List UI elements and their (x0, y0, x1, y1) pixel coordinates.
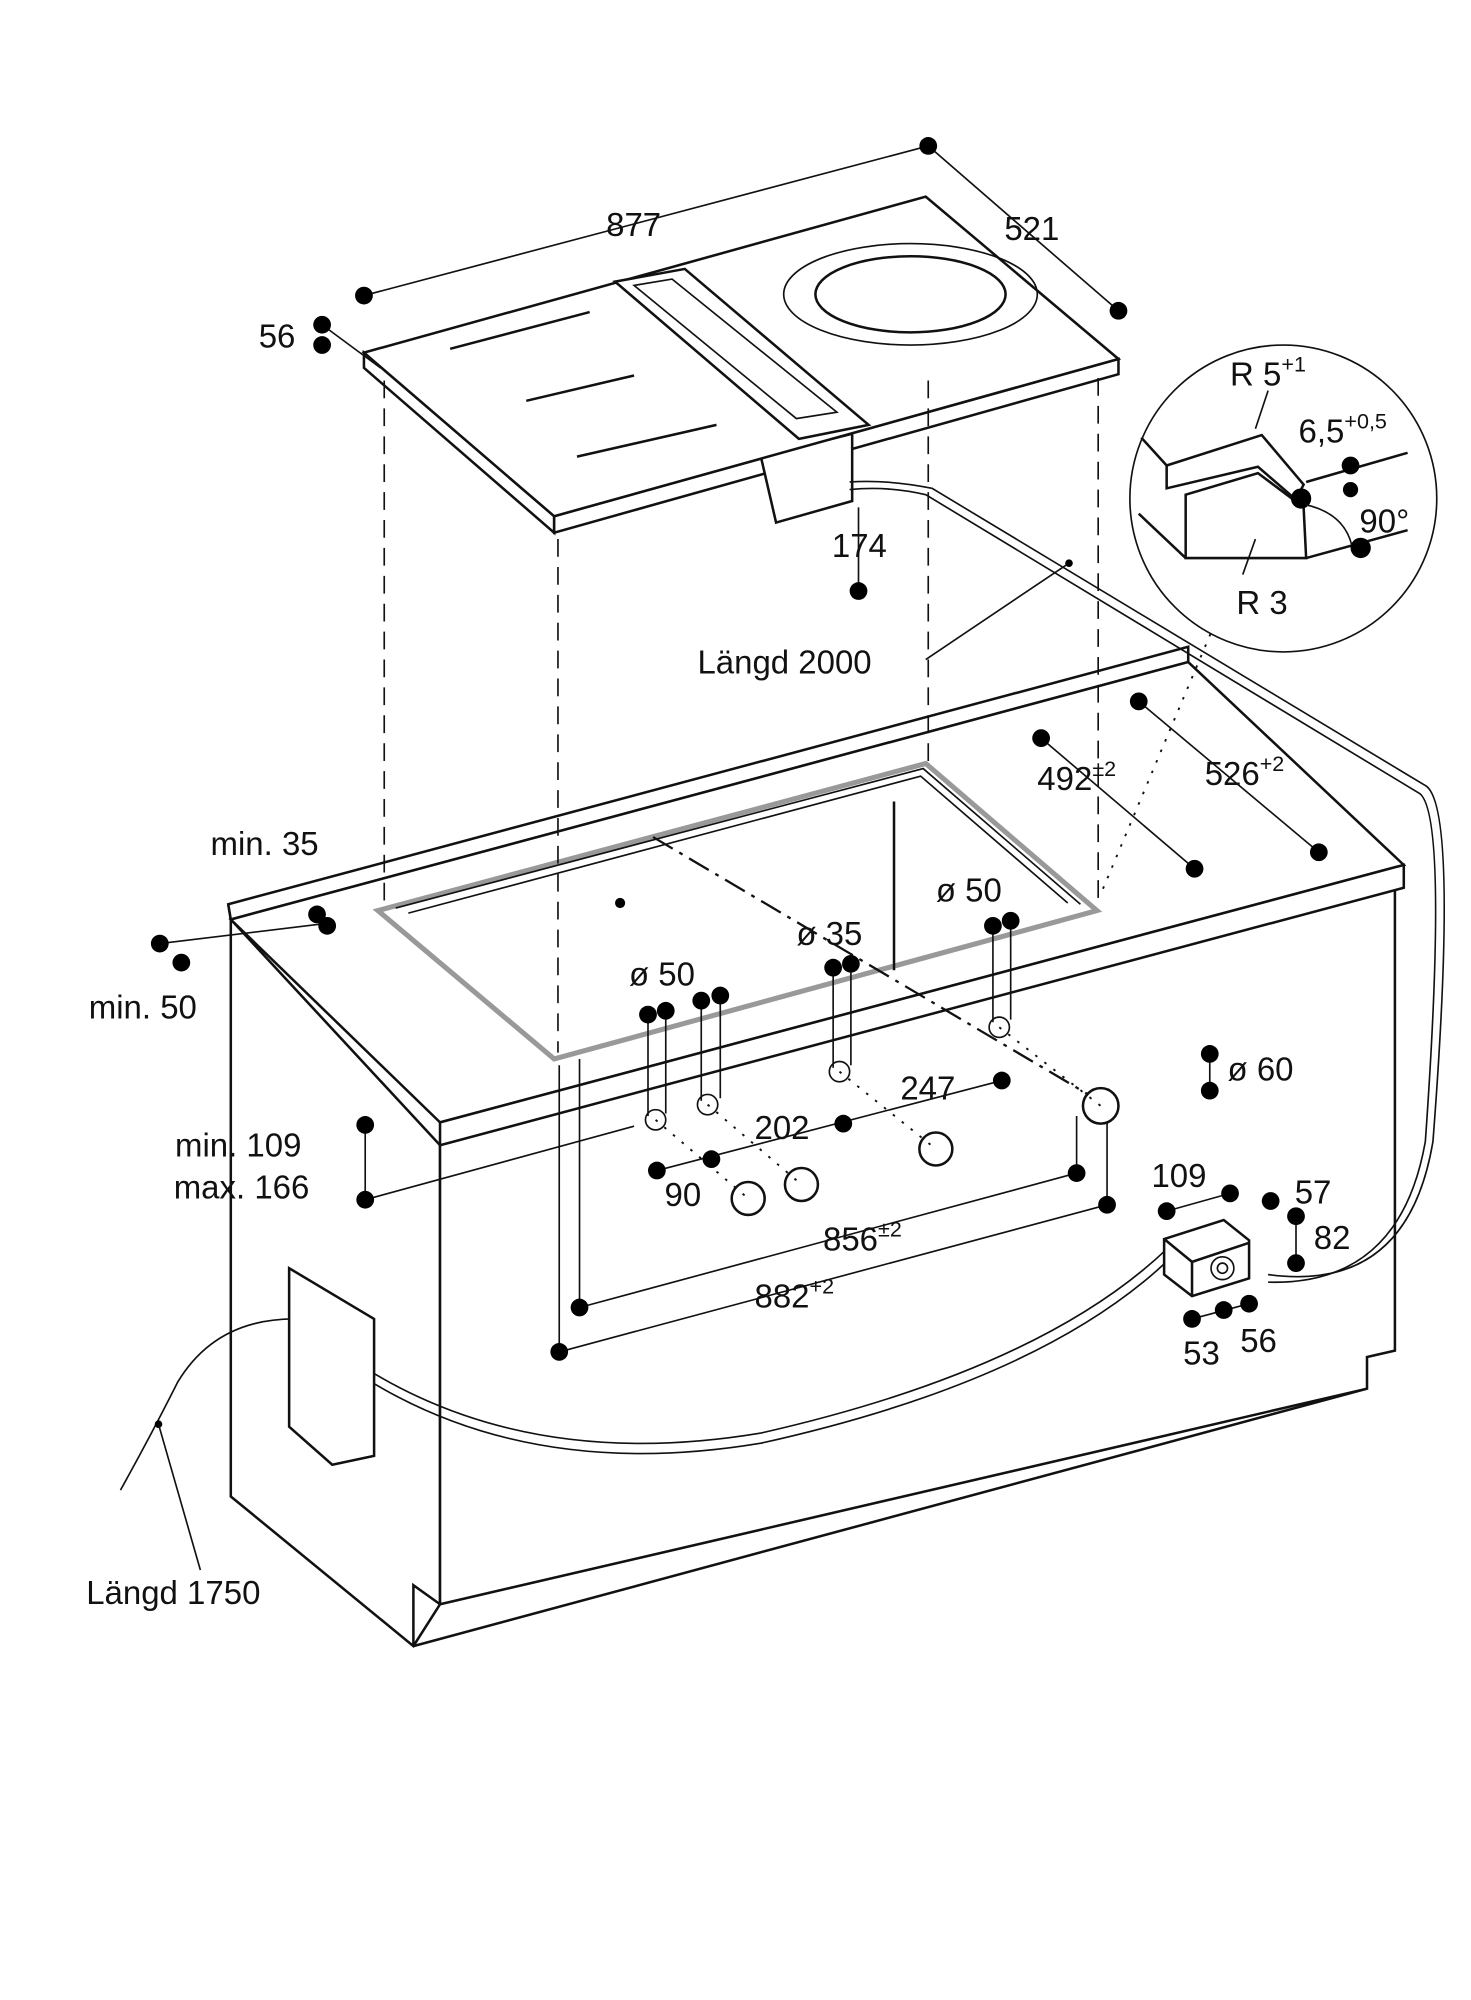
label-part: 6,5 (1299, 413, 1345, 450)
label-6-5: 6,5+0,5 (1299, 409, 1387, 450)
label-492: 492±2 (1037, 756, 1116, 797)
projection-lines (383, 377, 1225, 1053)
dimension-lines (159, 145, 1320, 1353)
label-box-53: 53 (1183, 1335, 1220, 1372)
label-part: +1 (1281, 352, 1306, 377)
label-box-56: 56 (1240, 1322, 1277, 1359)
cables (119, 480, 1446, 1571)
label-min-35: min. 35 (211, 825, 319, 862)
dimension-dots (150, 137, 1328, 1361)
label-247: 247 (900, 1070, 955, 1107)
label-r3: R 3 (1236, 584, 1287, 621)
label-dia-35: ø 35 (796, 915, 862, 952)
label-882: 882+2 (755, 1274, 835, 1315)
label-526: 526+2 (1205, 751, 1285, 792)
cutout (372, 760, 1104, 1105)
label-box-109: 109 (1151, 1157, 1206, 1194)
label-part: 492 (1037, 760, 1092, 797)
pipe-fittings (644, 920, 1120, 1217)
label-part: 526 (1205, 755, 1260, 792)
label-cable-length: Längd 2000 (697, 643, 871, 680)
label-power-cable: Längd 1750 (86, 1574, 260, 1611)
label-r5: R 5+1 (1230, 352, 1306, 393)
label-min-109: min. 109 (175, 1127, 301, 1164)
label-521: 521 (1004, 210, 1059, 247)
label-877: 877 (606, 206, 661, 243)
cooktop (361, 195, 1122, 536)
label-part: 856 (823, 1220, 878, 1257)
label-part: +0,5 (1344, 409, 1387, 434)
cooking-zone-ring (782, 242, 1039, 346)
label-dia-50-left: ø 50 (629, 955, 695, 992)
label-856: 856±2 (823, 1217, 902, 1258)
label-dia-60: ø 60 (1228, 1051, 1294, 1088)
connection-box (1162, 1218, 1251, 1298)
label-box-57: 57 (1295, 1174, 1332, 1211)
countertop (226, 645, 1407, 1147)
label-174: 174 (832, 527, 887, 564)
dimension-labels: 877 521 56 174 Längd 2000 492±2 526+2 mi… (86, 206, 1409, 1611)
label-dia-50-right: ø 50 (936, 872, 1002, 909)
label-90: 90 (664, 1176, 701, 1213)
edge-detail (1129, 344, 1438, 653)
label-part: +2 (1260, 751, 1285, 776)
label-box-82: 82 (1314, 1219, 1351, 1256)
label-part: R 5 (1230, 356, 1281, 393)
label-part: ±2 (1092, 756, 1116, 781)
label-90-deg: 90° (1359, 503, 1409, 540)
label-part: +2 (810, 1274, 835, 1299)
label-56: 56 (259, 318, 296, 355)
label-min-50: min. 50 (89, 988, 197, 1025)
cabinet (227, 886, 1397, 1648)
label-max-166: max. 166 (174, 1168, 310, 1205)
label-part: 882 (755, 1278, 810, 1315)
label-202: 202 (755, 1109, 810, 1146)
label-part: ±2 (878, 1217, 902, 1242)
